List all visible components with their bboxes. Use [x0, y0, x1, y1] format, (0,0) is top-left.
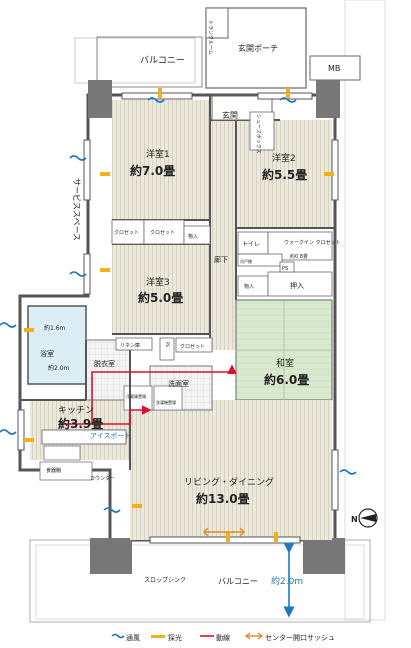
japanese-name: 和室	[276, 357, 294, 369]
aisle-board-label: アイスボード	[90, 432, 131, 440]
hallway-floor	[210, 120, 236, 350]
western3-name: 洋室3	[146, 276, 170, 288]
dressing-label: 脱衣室	[94, 359, 115, 368]
western2-name: 洋室2	[272, 152, 296, 164]
storage-label-1: 物入	[188, 233, 198, 240]
fridge-label: 冷蔵庫置場	[126, 393, 146, 399]
legend-icons	[111, 632, 263, 640]
wic-label: ウォークイン クロゼット	[284, 239, 341, 246]
pillar-nw	[88, 80, 112, 118]
balcony-depth-label: 約2.0m	[271, 575, 303, 587]
porch-label: 玄関ポーチ	[238, 43, 278, 53]
legend-traffic: 動線	[216, 633, 230, 642]
western2-size: 約5.5畳	[262, 167, 307, 182]
stove	[43, 445, 81, 461]
linen-label: リネン庫	[120, 342, 140, 349]
japanese-size: 約6.0畳	[264, 372, 309, 387]
entrance-label: 玄関	[222, 110, 238, 120]
slop-sink-label: スロップシンク	[144, 577, 186, 584]
laundry-label: 洗濯機置場	[156, 399, 176, 405]
closets	[111, 219, 333, 361]
center-sash-marker	[203, 527, 245, 537]
kitchen-size: 約3.9畳	[58, 416, 103, 431]
trunk-room-label: トランクルーム	[207, 20, 213, 55]
wic-size-label: 約0.8畳	[290, 253, 308, 260]
storage-label-2: 物入	[244, 283, 254, 290]
western3-size: 約5.0畳	[138, 290, 183, 305]
legend-center-sash: センター開口サッシュ	[265, 633, 335, 642]
closet-label-1: クロゼット	[114, 229, 139, 236]
mb-box	[309, 55, 361, 81]
balcony-top-label: バルコニー	[140, 55, 185, 66]
service-space-label: サービススペース	[72, 178, 81, 241]
western1-size: 約7.0畳	[130, 163, 175, 178]
shoe-box	[249, 111, 275, 151]
ps-label-1: PS	[282, 266, 288, 272]
ps-label-2: PS	[165, 342, 170, 347]
hallway-label: 廊下	[214, 255, 228, 264]
room-living-floor	[130, 400, 332, 540]
pillar-se	[303, 538, 345, 574]
compass-icon	[358, 508, 378, 528]
light-markers	[24, 88, 334, 542]
bath-floor	[27, 305, 87, 385]
toilet-label: トイレ	[242, 241, 260, 248]
closet-label-2: クロゼット	[150, 229, 175, 236]
bath-depth-label: 約2.0m	[48, 364, 70, 372]
pantry-cabinet	[39, 461, 93, 481]
mb-label: MB	[328, 64, 340, 73]
legend-airflow: 通風	[126, 633, 140, 642]
bath-width-label: 約1.6m	[44, 324, 66, 332]
compass-label: N	[351, 515, 358, 524]
living-size: 約13.0畳	[196, 491, 250, 506]
room-western1-floor	[112, 100, 210, 220]
legend-light: 採光	[168, 633, 182, 642]
laundry-area	[153, 385, 183, 411]
oshiire-label: 押入	[290, 281, 304, 290]
shoe-box-label: シューズボックス	[255, 114, 262, 154]
traffic-lines	[60, 364, 237, 425]
living-name: リビング・ダイニング	[184, 476, 274, 488]
closet-label-3: クロゼット	[180, 343, 205, 350]
kitchen-name: キッチン	[58, 405, 94, 416]
washroom-label: 洗面室	[168, 379, 189, 388]
pantry-label: 食器棚	[46, 467, 61, 474]
trunk-room	[205, 7, 229, 39]
windows	[17, 92, 339, 544]
pillar-sw	[90, 538, 132, 574]
bath-label: 浴室	[40, 349, 54, 358]
kitchen-counter	[41, 429, 127, 445]
balcony-top	[74, 36, 203, 88]
outer-line	[344, 0, 386, 621]
western1-name: 洋室1	[146, 148, 170, 160]
balcony-bottom-label: バルコニー	[218, 577, 258, 586]
pillar-ne	[316, 80, 340, 118]
cabinet-label: 吊戸棚	[240, 258, 252, 264]
airflow-arrows	[0, 97, 357, 513]
counter-label: カウンター	[90, 475, 115, 482]
room-western3-floor	[112, 244, 210, 334]
